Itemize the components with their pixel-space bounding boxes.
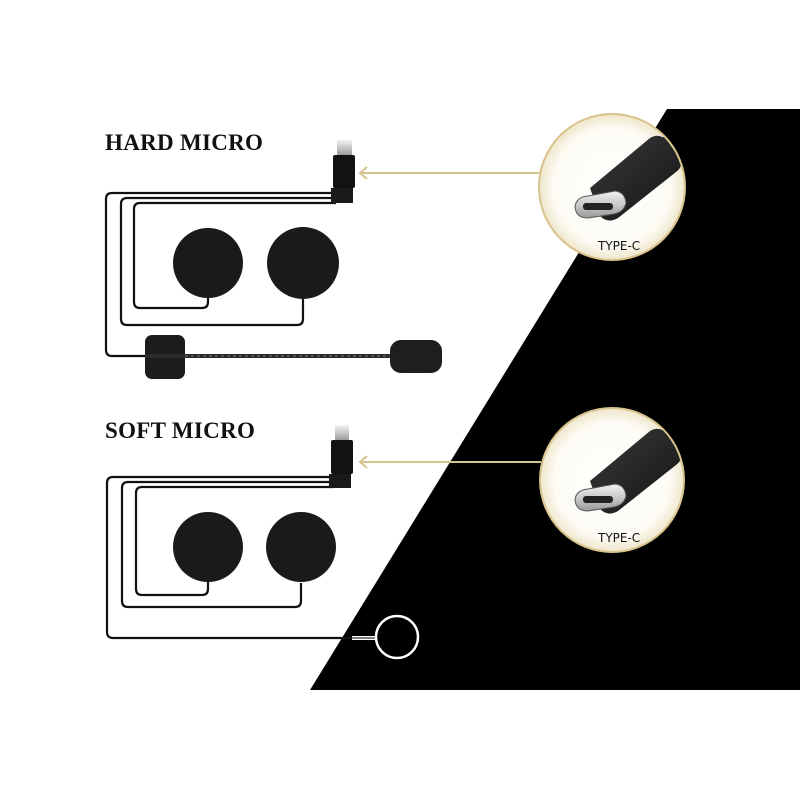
wire-middle [120, 480, 334, 609]
arrow-left-icon [358, 455, 541, 469]
hard-micro-title: HARD MICRO [105, 130, 264, 155]
speaker-foam-icon [266, 512, 336, 582]
type-c-label: TYPE-C [597, 239, 640, 253]
wire-inner [132, 201, 336, 310]
dark-background-panel [310, 109, 800, 690]
type-c-label: TYPE-C [597, 531, 640, 545]
micro-usb-connector-icon [331, 140, 355, 203]
wire-inner [134, 485, 334, 597]
wire-middle [119, 196, 336, 327]
speaker-foam-icon [267, 227, 339, 299]
type-c-callout-soft: TYPE-C [539, 407, 685, 553]
boom-microphone-icon [145, 335, 442, 379]
wire-outer [104, 191, 336, 358]
arrow-left-icon [358, 166, 541, 180]
type-c-callout-hard: TYPE-C [538, 113, 686, 261]
wire-microphone-loop-icon [352, 614, 420, 660]
soft-micro-title: SOFT MICRO [105, 418, 256, 443]
wire-outer [105, 475, 352, 640]
speaker-foam-icon [173, 228, 243, 298]
hard-micro-headset [104, 140, 541, 379]
micro-usb-connector-icon [329, 425, 353, 488]
speaker-foam-icon [173, 512, 243, 582]
soft-micro-headset [105, 425, 541, 660]
